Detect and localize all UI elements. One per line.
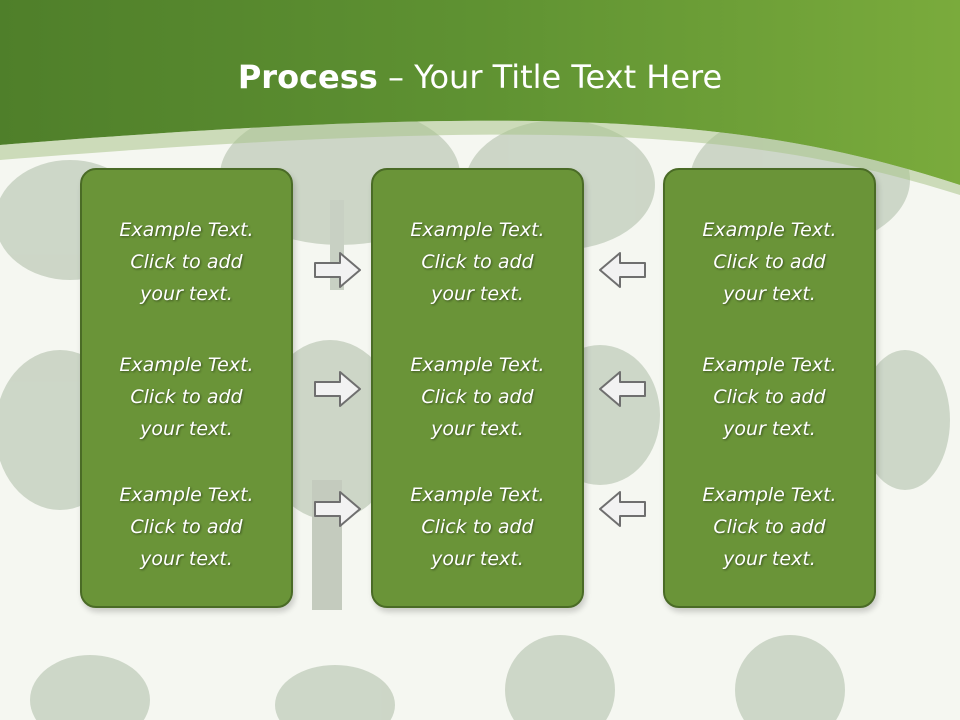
text-block[interactable]: Example Text. Click to add your text. <box>665 479 874 575</box>
text-line: Click to add <box>713 516 826 538</box>
text-line: your text. <box>431 418 524 440</box>
text-line: Example Text. <box>410 484 545 506</box>
arrow-left-icon <box>599 371 646 407</box>
text-line: Click to add <box>421 251 534 273</box>
text-line: your text. <box>431 283 524 305</box>
text-line: Click to add <box>713 251 826 273</box>
text-block[interactable]: Example Text. Click to add your text. <box>373 349 582 445</box>
slide-title: Process – Your Title Text Here <box>0 52 960 102</box>
text-line: Example Text. <box>702 219 837 241</box>
text-line: Click to add <box>130 516 243 538</box>
text-line: Example Text. <box>410 354 545 376</box>
arrow-right-icon <box>314 491 361 527</box>
text-line: Click to add <box>421 516 534 538</box>
text-line: Example Text. <box>119 219 254 241</box>
process-box-right[interactable]: Example Text. Click to add your text. Ex… <box>663 168 876 608</box>
text-line: Click to add <box>130 386 243 408</box>
process-box-middle[interactable]: Example Text. Click to add your text. Ex… <box>371 168 584 608</box>
text-block[interactable]: Example Text. Click to add your text. <box>373 479 582 575</box>
text-block[interactable]: Example Text. Click to add your text. <box>82 214 291 310</box>
text-line: your text. <box>140 548 233 570</box>
text-line: your text. <box>140 418 233 440</box>
text-block[interactable]: Example Text. Click to add your text. <box>82 479 291 575</box>
text-line: Example Text. <box>410 219 545 241</box>
text-line: Example Text. <box>702 354 837 376</box>
text-block[interactable]: Example Text. Click to add your text. <box>82 349 291 445</box>
arrow-left-icon <box>599 252 646 288</box>
text-block[interactable]: Example Text. Click to add your text. <box>373 214 582 310</box>
text-line: Click to add <box>421 386 534 408</box>
header-wave-highlight <box>0 120 960 195</box>
text-line: Click to add <box>130 251 243 273</box>
title-bold: Process <box>237 58 378 96</box>
arrow-right-icon <box>314 252 361 288</box>
text-line: your text. <box>140 283 233 305</box>
text-line: Example Text. <box>119 484 254 506</box>
text-line: Click to add <box>713 386 826 408</box>
text-line: your text. <box>723 548 816 570</box>
text-line: your text. <box>723 418 816 440</box>
text-block[interactable]: Example Text. Click to add your text. <box>665 214 874 310</box>
header-band <box>0 0 960 185</box>
text-line: Example Text. <box>119 354 254 376</box>
title-rest: – Your Title Text Here <box>377 58 723 96</box>
process-box-left[interactable]: Example Text. Click to add your text. Ex… <box>80 168 293 608</box>
arrow-right-icon <box>314 371 361 407</box>
arrow-left-icon <box>599 491 646 527</box>
text-line: your text. <box>431 548 524 570</box>
text-block[interactable]: Example Text. Click to add your text. <box>665 349 874 445</box>
text-line: your text. <box>723 283 816 305</box>
text-line: Example Text. <box>702 484 837 506</box>
